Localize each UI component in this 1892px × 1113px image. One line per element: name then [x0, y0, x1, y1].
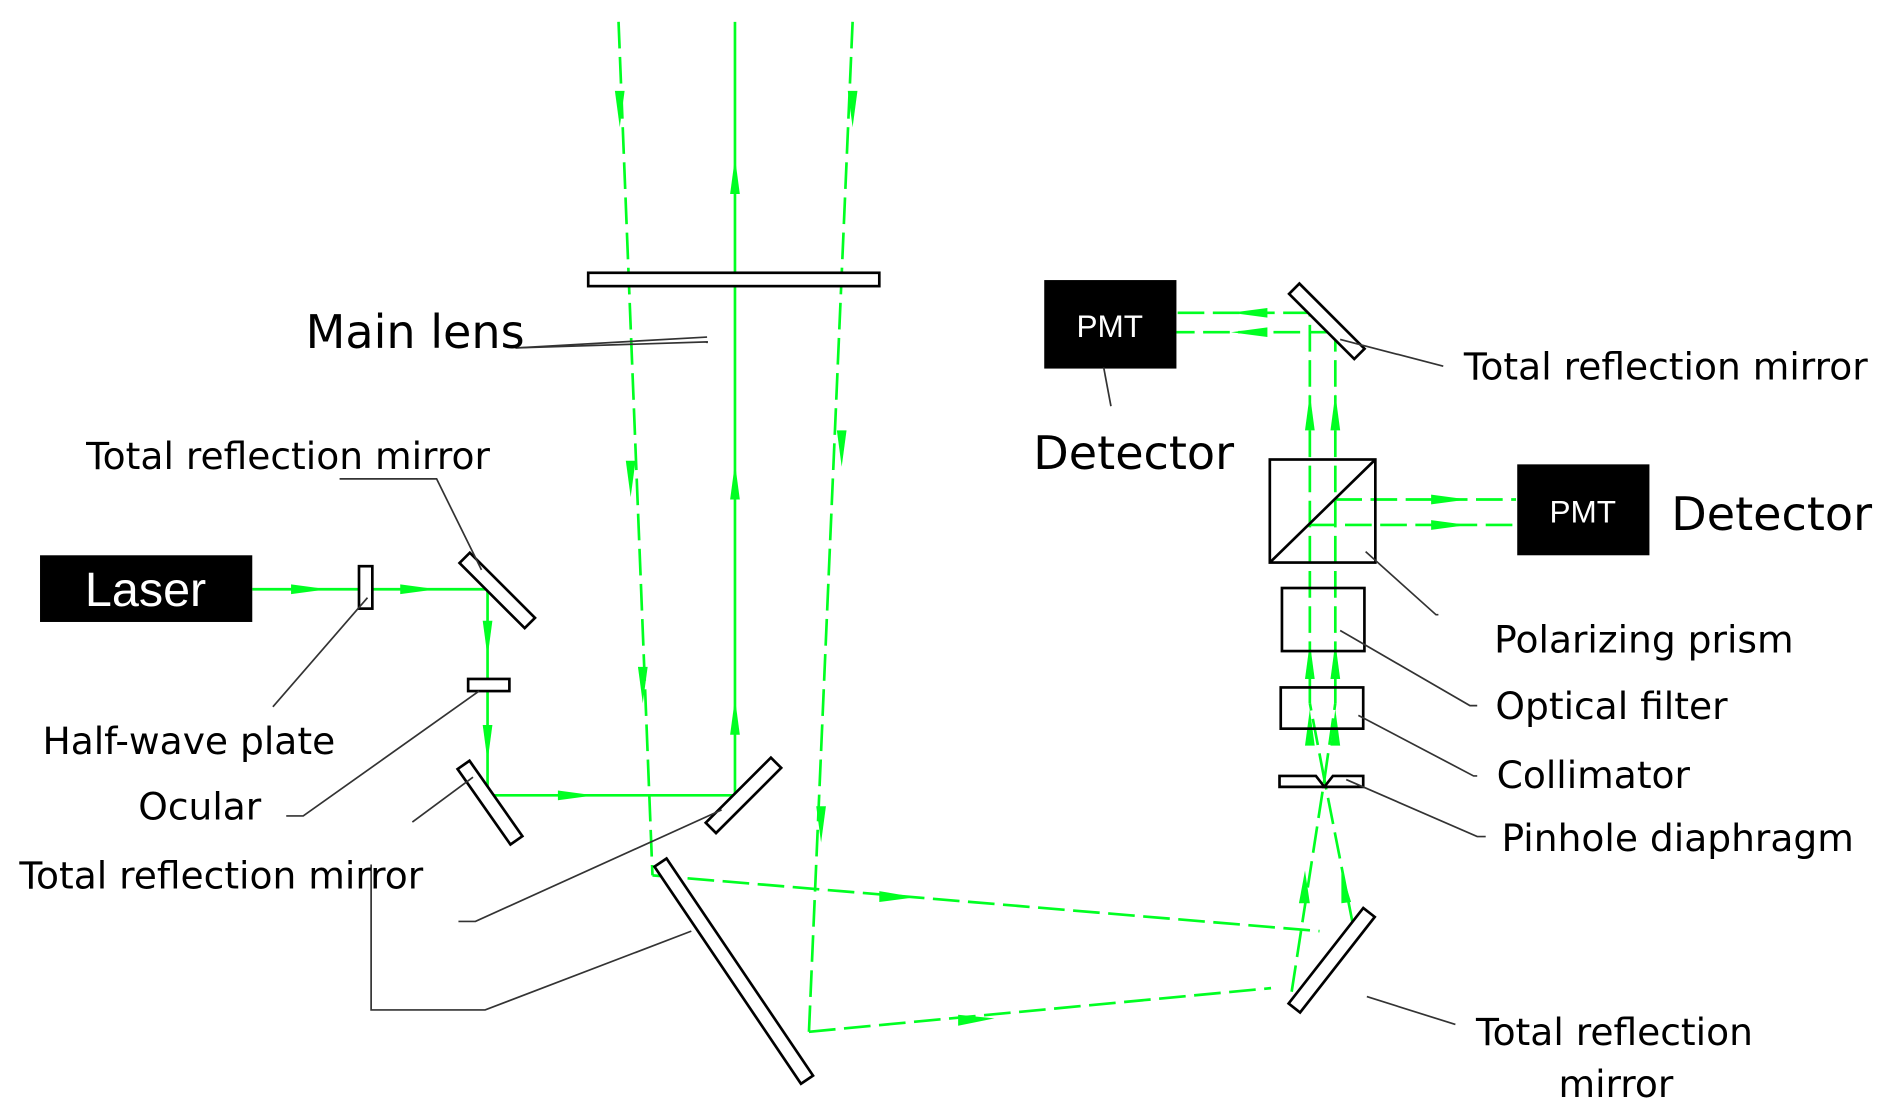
arrow-icon — [958, 1014, 995, 1026]
arrow-icon — [1431, 494, 1468, 505]
laser-label: Laser — [85, 563, 206, 617]
arrow-icon — [730, 463, 740, 500]
arrow-icon — [1304, 394, 1315, 431]
mirror-center — [703, 755, 784, 835]
label-mirror-bottom-right-1: Total reflection — [1475, 1010, 1753, 1054]
label-optical-filter: Optical filter — [1495, 684, 1728, 728]
arrow-icon — [400, 584, 437, 595]
arrow-icon — [637, 666, 648, 704]
label-mirror-bottom-right-2: mirror — [1558, 1062, 1673, 1106]
leader-lines — [272, 336, 1486, 1026]
arrow-icon — [1304, 642, 1315, 679]
pmt-top: PMT — [1044, 280, 1177, 369]
laser-source: Laser — [40, 555, 253, 622]
beam-up-to-pinhole-1 — [1290, 779, 1326, 992]
beam-return-left — [617, 21, 654, 876]
label-pinhole-diaphragm: Pinhole diaphragm — [1501, 816, 1853, 860]
label-mirror-top-left: Total reflection mirror — [85, 434, 490, 478]
beam-up-to-pinhole-2 — [1323, 779, 1355, 928]
mirror-top-right — [1287, 281, 1367, 361]
arrow-icon — [291, 584, 328, 595]
label-detector-right: Detector — [1671, 487, 1872, 541]
pmt-right-label: PMT — [1549, 494, 1616, 530]
main-lens — [586, 271, 881, 288]
optical-filter — [1280, 586, 1366, 653]
label-mirror-bottom-left: Total reflection mirror — [18, 854, 423, 898]
pinhole-diaphragm — [1278, 774, 1365, 789]
arrow-icon — [1298, 870, 1310, 904]
pmt-top-label: PMT — [1076, 308, 1143, 344]
label-detector-top: Detector — [1033, 426, 1234, 480]
polarizing-prism — [1268, 458, 1377, 564]
arrow-icon — [1231, 307, 1268, 318]
beam-from-pinhole-2 — [1323, 703, 1337, 780]
arrow-icon — [1431, 520, 1468, 530]
arrow-icon — [614, 90, 625, 128]
beam-from-pinhole-1 — [1308, 702, 1326, 780]
arrow-icon — [1330, 642, 1341, 679]
label-main-lens: Main lens — [306, 305, 525, 359]
arrow-icon — [836, 430, 847, 467]
arrow-icon — [1231, 327, 1268, 338]
half-wave-plate — [357, 564, 374, 610]
beam-to-mirror-br-lower — [808, 986, 1272, 1034]
label-mirror-top-right: Total reflection mirror — [1463, 344, 1868, 388]
ocular — [466, 677, 511, 693]
arrow-icon — [482, 620, 493, 658]
label-collimator: Collimator — [1497, 753, 1691, 797]
arrow-icon — [557, 790, 595, 801]
arrow-icon — [847, 90, 858, 128]
mirror-bottom-left — [455, 758, 525, 847]
arrow-icon — [625, 460, 636, 498]
beams — [252, 21, 1517, 1034]
pmt-right: PMT — [1517, 464, 1650, 556]
label-polarizing-prism: Polarizing prism — [1494, 617, 1793, 661]
arrow-icon — [1330, 394, 1341, 431]
beam-to-mirror-br-upper — [652, 874, 1320, 933]
collimator — [1279, 686, 1365, 730]
large-mirror — [652, 856, 815, 1086]
label-ocular: Ocular — [138, 785, 262, 829]
arrow-icon — [1341, 870, 1352, 904]
arrow-icon — [730, 698, 740, 735]
arrow-icon — [482, 725, 493, 762]
arrow-icon — [730, 157, 740, 194]
mirror-top-left — [457, 550, 537, 631]
arrow-icon — [879, 891, 916, 903]
optics: Laser — [40, 271, 1650, 1086]
labels: Main lens Total reflection mirror Half-w… — [18, 305, 1872, 1106]
beam-return-right — [807, 21, 854, 1032]
label-half-wave-plate: Half-wave plate — [42, 719, 335, 763]
arrow-icon — [816, 806, 826, 843]
mirror-bottom-right — [1286, 906, 1377, 1015]
